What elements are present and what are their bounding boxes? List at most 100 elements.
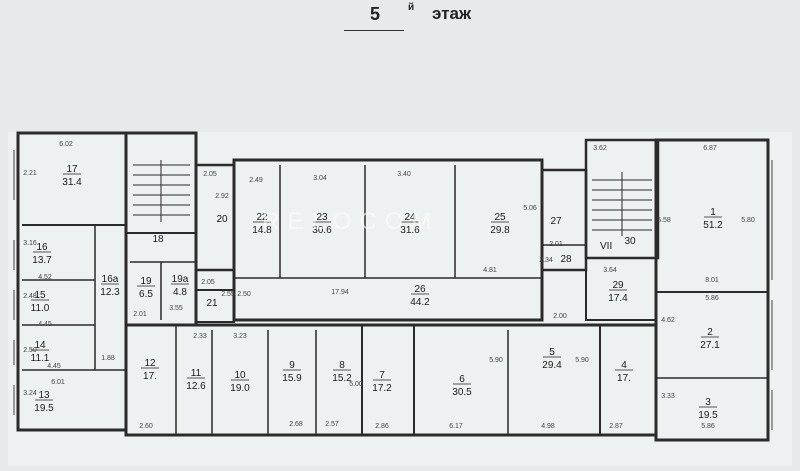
floor-number: 5 bbox=[370, 4, 381, 24]
room-number-19a: 19а bbox=[172, 274, 189, 285]
plan-paper bbox=[8, 132, 792, 466]
dimension-label: 3.16 bbox=[23, 240, 37, 247]
dimension-label: 17.94 bbox=[331, 289, 349, 296]
stair-label: VII bbox=[600, 241, 612, 252]
room-number-8: 8 bbox=[339, 360, 345, 371]
dimension-label: 6.01 bbox=[51, 379, 65, 386]
dimension-label: 2.01 bbox=[549, 241, 563, 248]
dimension-label: 5.86 bbox=[705, 295, 719, 302]
room-area-14: 11.1 bbox=[31, 353, 50, 364]
dimension-label: 6.17 bbox=[449, 423, 463, 430]
room-number-30: 30 bbox=[624, 236, 636, 247]
room-area-19a: 4.8 bbox=[173, 287, 187, 298]
dimension-label: 4.98 bbox=[541, 423, 555, 430]
dimension-label: 8.01 bbox=[705, 277, 719, 284]
room-area-12: 17. bbox=[143, 371, 157, 382]
dimension-label: 5.90 bbox=[575, 357, 589, 364]
dimension-label: 2.68 bbox=[289, 421, 303, 428]
room-area-9: 15.9 bbox=[282, 373, 302, 384]
room-area-24: 31.6 bbox=[400, 225, 420, 236]
room-number-7: 7 bbox=[379, 370, 385, 381]
dimension-label: 4.62 bbox=[661, 317, 675, 324]
dimension-label: 2.05 bbox=[203, 171, 217, 178]
watermark: RELOCOM bbox=[262, 208, 440, 235]
room-number-17: 17 bbox=[66, 164, 78, 175]
dimension-label: 2.55 bbox=[221, 291, 235, 298]
dimension-label: 6.02 bbox=[59, 141, 73, 148]
room-area-16: 13.7 bbox=[32, 255, 52, 266]
walls bbox=[16, 131, 770, 442]
room-number-20: 20 bbox=[216, 214, 228, 225]
dimension-label: 5.00 bbox=[349, 381, 363, 388]
dimension-label: 2.50 bbox=[237, 291, 251, 298]
room-number-15: 15 bbox=[34, 290, 46, 301]
dimension-label: 6.87 bbox=[703, 145, 717, 152]
room-area-22: 14.8 bbox=[252, 225, 272, 236]
dimension-label: 5.06 bbox=[523, 205, 537, 212]
room-number-9: 9 bbox=[289, 360, 295, 371]
dimension-label: 3.24 bbox=[23, 390, 37, 397]
room-number-28: 28 bbox=[560, 254, 572, 265]
dimension-label: 3.40 bbox=[397, 171, 411, 178]
dimension-label: 5.86 bbox=[701, 423, 715, 430]
dimension-label: 2.57 bbox=[325, 421, 339, 428]
room-area-3: 19.5 bbox=[698, 410, 718, 421]
dimension-label: 3.62 bbox=[593, 145, 607, 152]
room-area-23: 30.6 bbox=[312, 225, 332, 236]
room-number-10: 10 bbox=[234, 370, 246, 381]
dimension-label: 2.60 bbox=[139, 423, 153, 430]
room-number-11: 11 bbox=[191, 368, 202, 379]
room-number-16a: 16а bbox=[102, 274, 119, 285]
room-area-1: 51.2 bbox=[703, 220, 723, 231]
room-number-3: 3 bbox=[705, 397, 711, 408]
dimension-label: 2.05 bbox=[201, 279, 215, 286]
room-area-10: 19.0 bbox=[230, 383, 250, 394]
room-area-17: 31.4 bbox=[62, 177, 82, 188]
dimension-label: 2.87 bbox=[609, 423, 623, 430]
room-area-8: 15.2 bbox=[332, 373, 352, 384]
room-area-26: 44.2 bbox=[410, 297, 430, 308]
room-area-11: 12.6 bbox=[186, 381, 206, 392]
room-number-6: 6 bbox=[459, 374, 465, 385]
room-number-2: 2 bbox=[707, 327, 713, 338]
room-number-29: 29 bbox=[612, 280, 624, 291]
room-number-4: 4 bbox=[621, 360, 627, 371]
room-area-29: 17.4 bbox=[608, 293, 628, 304]
dimension-label: 1.88 bbox=[101, 355, 115, 362]
dimension-label: 5.80 bbox=[741, 217, 755, 224]
room-number-27: 27 bbox=[550, 216, 562, 227]
dimension-label: 2.86 bbox=[375, 423, 389, 430]
dimension-label: 3.55 bbox=[169, 305, 183, 312]
dimension-label: 2.01 bbox=[133, 311, 147, 318]
dimension-label: 3.23 bbox=[233, 333, 247, 340]
dimension-label: 4.52 bbox=[38, 274, 52, 281]
room-number-5: 5 bbox=[549, 347, 555, 358]
room-number-1: 1 bbox=[710, 207, 716, 218]
room-area-4: 17. bbox=[617, 373, 631, 384]
room-area-15: 11.0 bbox=[31, 303, 50, 314]
dimension-label: 5.90 bbox=[489, 357, 503, 364]
room-area-25: 29.8 bbox=[490, 225, 510, 236]
dimension-label: 2.34 bbox=[539, 257, 553, 264]
window-marks bbox=[13, 150, 773, 430]
room-number-26: 26 bbox=[414, 284, 426, 295]
dimension-label: 2.49 bbox=[249, 177, 263, 184]
room-number-16: 16 bbox=[36, 242, 48, 253]
room-number-25: 25 bbox=[494, 212, 506, 223]
room-number-24: 24 bbox=[404, 212, 416, 223]
dimension-label: 4.81 bbox=[483, 267, 497, 274]
dimension-labels: 6.022.213.164.522.484.452.504.451.883.24… bbox=[23, 141, 755, 430]
dimension-label: 3.33 bbox=[661, 393, 675, 400]
room-area-6: 30.5 bbox=[452, 387, 472, 398]
room-number-18: 18 bbox=[152, 234, 164, 245]
room-area-5: 29.4 bbox=[542, 360, 562, 371]
room-number-13: 13 bbox=[38, 390, 50, 401]
dimension-label: 2.00 bbox=[553, 313, 567, 320]
title-underline bbox=[344, 30, 404, 31]
dimension-label: 4.45 bbox=[47, 363, 61, 370]
room-area-16a: 12.3 bbox=[100, 287, 120, 298]
dimension-label: 2.33 bbox=[193, 333, 207, 340]
dimension-label: 4.45 bbox=[38, 321, 52, 328]
room-number-22: 22 bbox=[256, 212, 268, 223]
